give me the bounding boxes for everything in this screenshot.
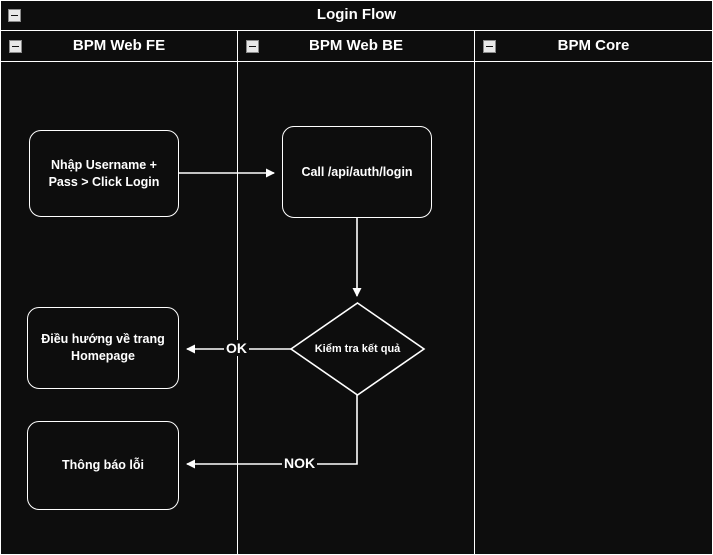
lane-divider-2: [474, 31, 475, 555]
collapse-minus-icon[interactable]: [483, 40, 496, 53]
node-label: Nhập Username + Pass > Click Login: [48, 157, 160, 189]
lane-header-bpm-core: BPM Core: [475, 31, 712, 62]
lane-header-bpm-web-fe: BPM Web FE: [1, 31, 237, 62]
node-check-result[interactable]: Kiểm tra kết quả: [291, 303, 424, 395]
lane-title-bpm-core: BPM Core: [557, 37, 630, 54]
lane-title-bpm-web-fe: BPM Web FE: [72, 37, 166, 54]
page-title: Login Flow: [316, 6, 397, 23]
edge-label-ok: OK: [224, 340, 249, 356]
lane-header-bpm-web-be: BPM Web BE: [238, 31, 474, 62]
collapse-minus-icon[interactable]: [246, 40, 259, 53]
node-error-notice[interactable]: Thông báo lỗi: [27, 421, 179, 510]
node-label: Thông báo lỗi: [62, 458, 144, 473]
node-label: Kiểm tra kết quả: [314, 343, 401, 355]
diagram-title-bar: Login Flow: [0, 0, 713, 31]
node-label: Call /api/auth/login: [301, 164, 413, 179]
lane-divider-1: [237, 31, 238, 555]
node-call-api[interactable]: Call /api/auth/login: [282, 126, 432, 218]
node-label: Điều hướng về trang Homepage: [41, 332, 165, 363]
edge-check-to-error: [186, 395, 358, 469]
collapse-minus-icon[interactable]: [8, 9, 21, 22]
collapse-minus-icon[interactable]: [9, 40, 22, 53]
edge-label-nok: NOK: [282, 455, 318, 471]
node-redirect-homepage[interactable]: Điều hướng về trang Homepage: [27, 307, 179, 389]
node-input-credentials[interactable]: Nhập Username + Pass > Click Login: [29, 130, 179, 217]
lane-title-bpm-web-be: BPM Web BE: [309, 37, 403, 54]
